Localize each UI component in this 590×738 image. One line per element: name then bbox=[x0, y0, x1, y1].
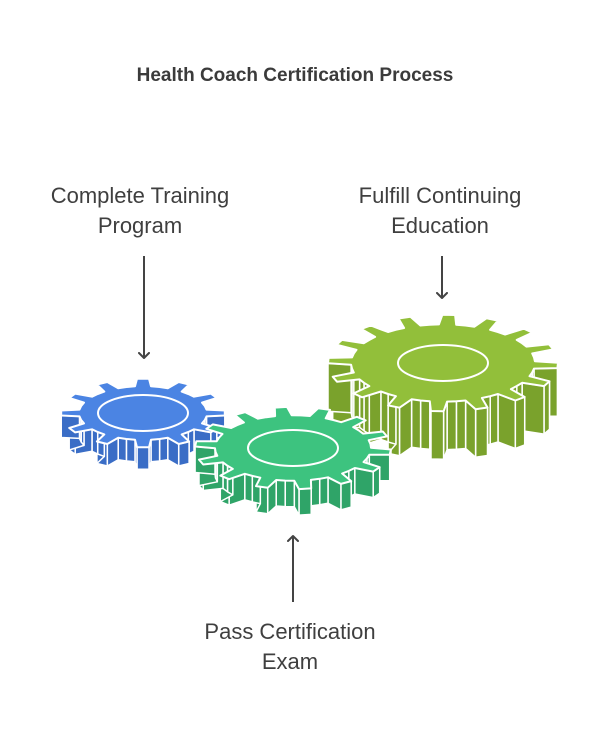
step-label-exam-line2: Exam bbox=[261, 649, 319, 674]
step-label-education-line1: Fulfill Continuing bbox=[358, 183, 522, 208]
gear-training bbox=[60, 377, 226, 471]
gear-education bbox=[327, 313, 559, 461]
gear-exam-wall bbox=[284, 479, 296, 508]
gear-education-wall bbox=[489, 393, 499, 445]
step-label-training-line2: Program bbox=[97, 213, 183, 238]
step-label-exam: Pass Certification Exam bbox=[160, 617, 420, 677]
step-label-education-line2: Education bbox=[391, 213, 489, 238]
gear-exam-hole bbox=[247, 429, 339, 467]
gear-education-wall bbox=[455, 399, 467, 450]
gear-training-wall bbox=[177, 440, 190, 467]
gear-exam-wall bbox=[310, 478, 321, 507]
gear-education-wall bbox=[543, 380, 551, 435]
gear-education-wall bbox=[410, 398, 422, 450]
gear-education-wall bbox=[398, 398, 413, 457]
gear-exam-wall bbox=[275, 479, 286, 508]
gear-education-wall bbox=[497, 393, 517, 450]
gear-exam-wall bbox=[298, 487, 312, 516]
gear-training-wall bbox=[150, 438, 161, 463]
gear-education-wall bbox=[419, 399, 431, 450]
step-label-training: Complete Training Program bbox=[10, 181, 270, 241]
gear-exam bbox=[194, 405, 392, 516]
diagram-title: Health Coach Certification Process bbox=[136, 65, 454, 86]
step-label-education: Fulfill Continuing Education bbox=[310, 181, 570, 241]
gear-education-hole bbox=[397, 344, 489, 382]
gear-exam-wall bbox=[318, 476, 329, 506]
gear-education-wall bbox=[514, 396, 526, 450]
step-label-training-line1: Complete Training bbox=[50, 183, 230, 208]
gear-exam-wall bbox=[244, 473, 254, 503]
gear-training-face bbox=[60, 377, 226, 449]
gear-training-wall bbox=[158, 437, 169, 462]
gear-training-wall bbox=[117, 437, 128, 462]
gear-exam-face bbox=[194, 405, 392, 491]
gear-education-wall bbox=[430, 410, 445, 461]
gear-exam-wall bbox=[340, 480, 352, 511]
gear-training-wall bbox=[136, 446, 150, 471]
gear-education-wall bbox=[327, 362, 352, 414]
gear-education-wall bbox=[474, 406, 489, 459]
gear-training-hole bbox=[97, 394, 189, 432]
gear-exam-wall bbox=[354, 467, 374, 499]
gear-education-wall bbox=[446, 400, 458, 451]
gear-education-face bbox=[327, 313, 559, 413]
gear-training-wall bbox=[125, 438, 136, 463]
step-label-exam-line1: Pass Certification bbox=[204, 619, 376, 644]
